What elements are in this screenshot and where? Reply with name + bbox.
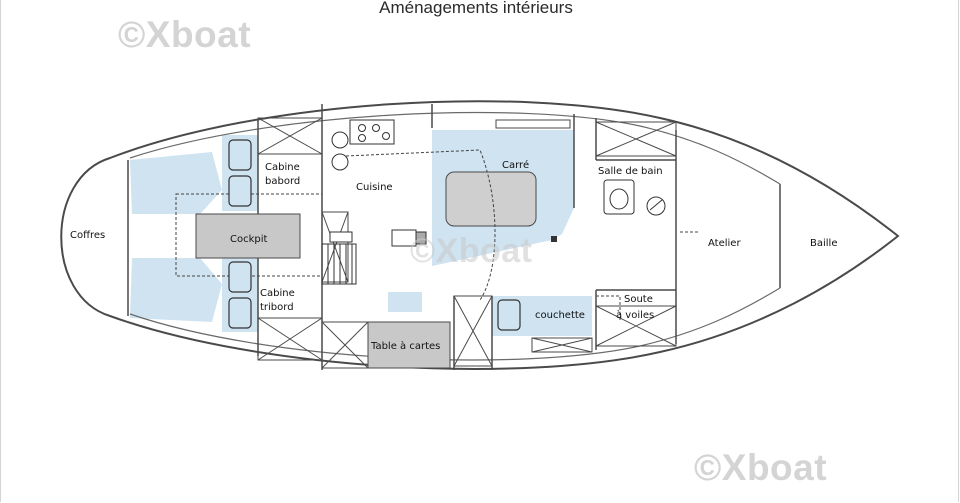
bathroom-fixtures <box>603 179 666 216</box>
label-cuisine: Cuisine <box>356 182 393 193</box>
chart-table <box>367 321 451 369</box>
cockpit-bench-starboard <box>130 258 222 322</box>
label-soute-1: Soute <box>624 294 653 305</box>
label-coffres: Coffres <box>70 230 105 241</box>
label-baille: Baille <box>810 238 837 249</box>
label-cabine-tribord-2: tribord <box>260 302 294 313</box>
label-cabine-babord-1: Cabine <box>265 162 300 173</box>
label-soute-2: à voiles <box>616 309 654 321</box>
watermark-top-left: ©Xboat <box>118 14 252 55</box>
carre-table <box>445 171 537 227</box>
cockpit-bench-port <box>130 152 222 214</box>
watermark-center: ©Xboat <box>410 232 533 270</box>
chart-table-seat <box>388 292 422 312</box>
storage-crosses <box>257 117 677 369</box>
hull-inner-outline <box>129 111 781 361</box>
carre-marker <box>551 236 557 242</box>
hull-outline <box>60 100 900 370</box>
label-cabine-babord-2: babord <box>265 176 300 187</box>
watermark-bottom-right: ©Xboat <box>694 447 828 488</box>
diagram-title: Aménagements intérieurs <box>379 0 573 17</box>
companionway-stairs <box>321 243 357 285</box>
cockpit-floor <box>195 213 301 259</box>
galley-fixtures <box>329 119 427 247</box>
label-cabine-tribord-1: Cabine <box>260 288 295 299</box>
label-salle-de-bain: Salle de bain <box>598 166 663 177</box>
label-couchette: couchette <box>535 310 585 321</box>
label-carre: Carré <box>502 159 529 171</box>
label-atelier: Atelier <box>708 238 741 249</box>
label-table-a-cartes: Table à cartes <box>370 340 440 352</box>
cushions <box>228 139 521 331</box>
label-cockpit: Cockpit <box>230 234 268 245</box>
